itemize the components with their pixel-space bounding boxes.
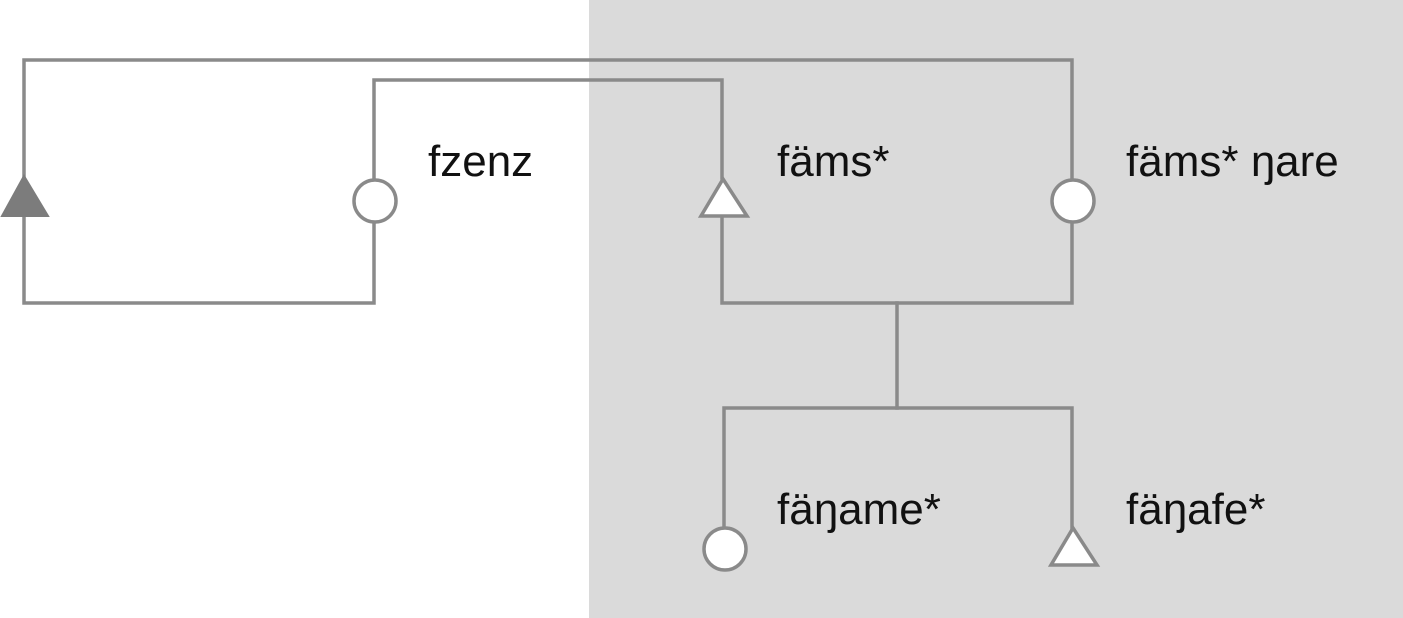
edge-bottom-branch: [722, 406, 1074, 530]
label-fzenz: fzenz: [428, 137, 534, 186]
fams-nare-circle-icon: [1050, 178, 1096, 224]
fams-triangle-icon: [697, 175, 751, 218]
label-fannafe: fäŋafe*: [1126, 485, 1266, 534]
edge-fzenz-to-fams: [372, 78, 724, 182]
label-fams: fäms*: [777, 137, 890, 186]
edge-root-to-fams-nare: [22, 58, 1074, 197]
edge-root-to-fzenz: [22, 213, 376, 305]
fzenz-circle-icon: [352, 178, 398, 224]
label-fanname: fäŋame*: [777, 485, 941, 534]
label-fams-nare: fäms* ŋare: [1126, 137, 1339, 186]
shaded-region: [589, 0, 1403, 618]
fannafe-triangle-icon: [1047, 524, 1101, 567]
root-triangle-icon: [0, 173, 50, 217]
fanname-circle-icon: [702, 526, 748, 572]
